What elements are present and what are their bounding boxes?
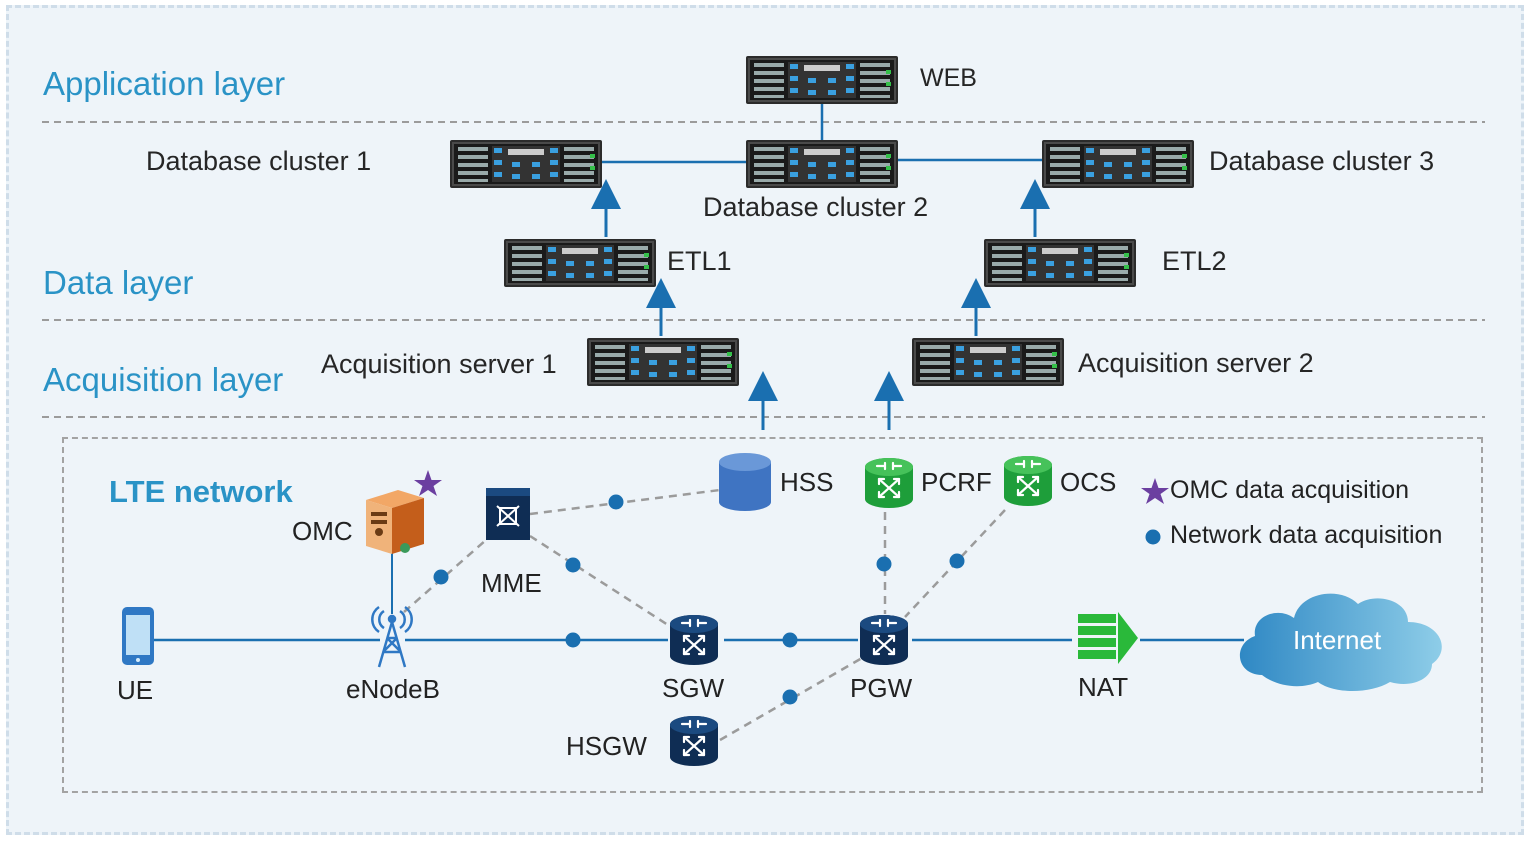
legend-star-icon	[1141, 478, 1169, 504]
hss-database-icon	[719, 453, 771, 511]
legend-network-label: Network data acquisition	[1170, 521, 1443, 549]
legend-omc-label: OMC data acquisition	[1170, 476, 1410, 504]
acq-dot	[565, 632, 581, 648]
etl2-server-icon	[984, 239, 1136, 287]
web-label: WEB	[920, 64, 977, 92]
ue-label: UE	[117, 675, 154, 705]
internet-label: Internet	[1293, 625, 1382, 655]
acq-dot	[608, 494, 624, 510]
internet-cloud-icon	[1239, 593, 1442, 691]
acq-dot	[565, 557, 581, 573]
acq-dot	[949, 553, 965, 569]
legend-dot-icon	[1145, 529, 1161, 545]
db1-server-icon	[450, 140, 602, 188]
data-layer-label: Data layer	[43, 264, 194, 301]
link-mme-hss	[529, 488, 721, 516]
pgw-label: PGW	[850, 673, 913, 703]
acquisition-layer-label: Acquisition layer	[43, 361, 284, 398]
acq-dot	[433, 569, 449, 585]
nat-firewall-icon	[1078, 612, 1138, 664]
db2-server-icon	[746, 140, 898, 188]
acq-dot	[876, 556, 892, 572]
enodeb-label: eNodeB	[346, 674, 440, 704]
pcrf-label: PCRF	[921, 467, 992, 497]
ue-phone-icon	[122, 607, 154, 665]
omc-label: OMC	[292, 516, 353, 546]
pgw-router-icon	[858, 613, 910, 667]
pcrf-router-icon	[863, 456, 915, 510]
ocs-label: OCS	[1060, 467, 1117, 497]
lte-network-title: LTE network	[109, 474, 293, 509]
db2-label: Database cluster 2	[703, 192, 929, 222]
etl1-label: ETL1	[667, 246, 732, 276]
db3-server-icon	[1042, 140, 1194, 188]
application-layer-label: Application layer	[43, 65, 286, 102]
db1-label: Database cluster 1	[146, 146, 372, 176]
acq2-server-icon	[912, 338, 1064, 386]
omc-server-icon	[366, 490, 424, 554]
mme-switch-icon	[486, 488, 530, 540]
acq-dot	[782, 632, 798, 648]
sgw-router-icon	[668, 613, 720, 667]
acq-dot	[782, 689, 798, 705]
etl2-label: ETL2	[1162, 246, 1227, 276]
mme-label: MME	[481, 568, 542, 598]
db3-label: Database cluster 3	[1209, 146, 1435, 176]
acq1-server-icon	[587, 338, 739, 386]
acq1-label: Acquisition server 1	[321, 349, 557, 379]
hsgw-router-icon	[668, 714, 720, 768]
acq2-label: Acquisition server 2	[1078, 348, 1314, 378]
sgw-label: SGW	[662, 673, 725, 703]
link-enodeb-mme	[403, 539, 487, 613]
web-server-icon	[746, 56, 898, 104]
etl1-server-icon	[504, 239, 656, 287]
omc-star-icon	[414, 470, 442, 496]
link-mme-sgw	[529, 534, 669, 627]
nat-label: NAT	[1078, 672, 1129, 702]
ocs-router-icon	[1002, 454, 1054, 508]
hsgw-label: HSGW	[566, 731, 647, 761]
lte-network-box	[62, 437, 1483, 793]
enodeb-tower-icon	[371, 605, 413, 668]
hss-label: HSS	[780, 467, 834, 497]
